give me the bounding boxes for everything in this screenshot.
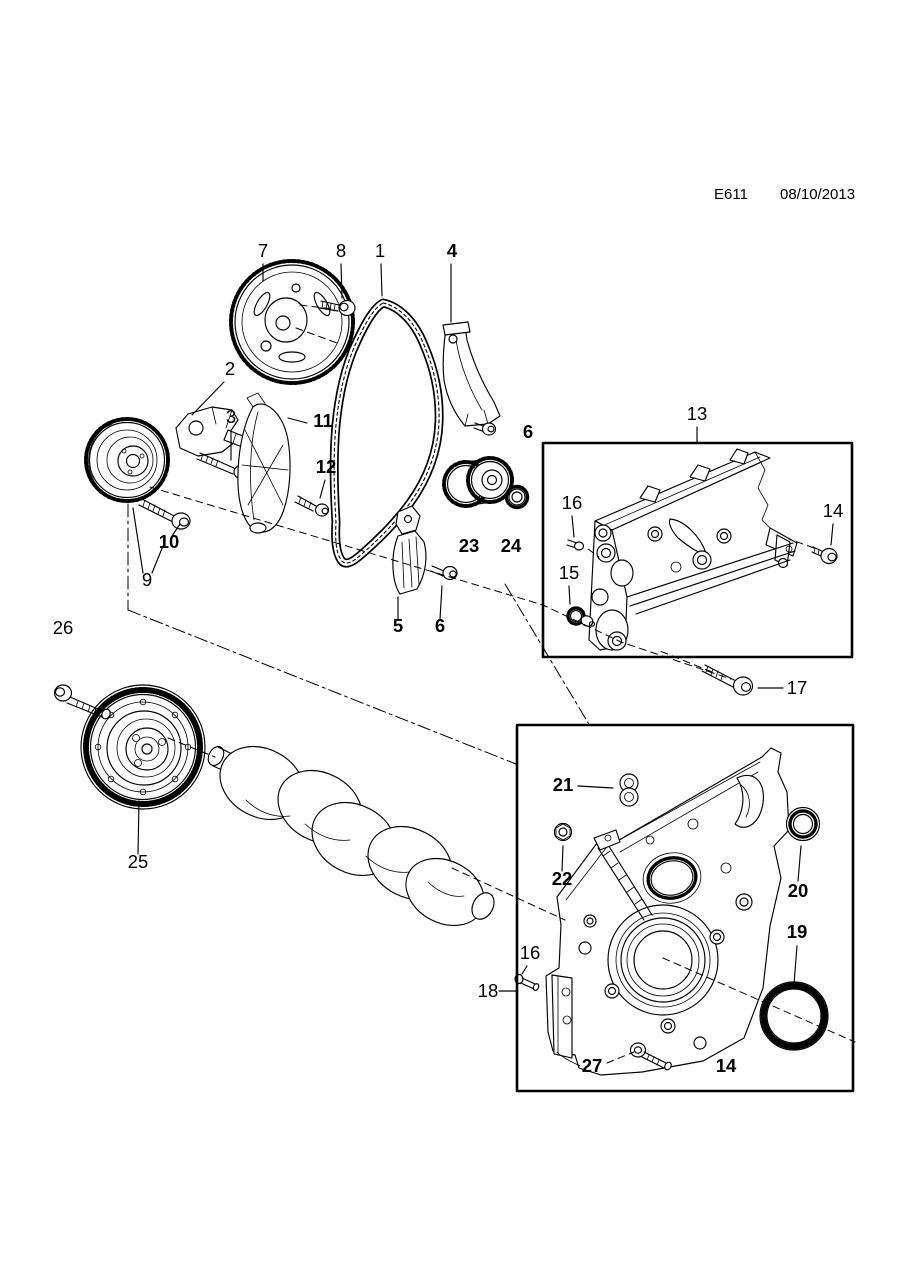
callout-6-leader-0 [439, 585, 443, 620]
callout-5-label-14: 5 [393, 615, 403, 636]
grommet-21 [619, 773, 639, 807]
tensioner-pivot-bolt [473, 422, 497, 436]
plate-date: 08/10/2013 [780, 186, 856, 203]
callout-11-label-6: 11 [313, 410, 333, 431]
oil-nozzle-screw-15 [566, 606, 596, 627]
cover-bolt-17 [701, 664, 754, 696]
callout-11-leader-0 [287, 417, 308, 424]
guide-bolt-6 [430, 565, 458, 581]
camshaft-seal-20 [785, 806, 821, 842]
callout-17-label-21: 17 [787, 677, 808, 698]
nut-22 [553, 822, 573, 842]
artwork-layer [53, 259, 838, 1076]
callout-2-leader-0 [191, 381, 225, 416]
callout-22-label-23: 22 [552, 868, 573, 889]
callout-16-label-18: 16 [562, 492, 583, 513]
callout-14-label-20: 14 [823, 500, 844, 521]
callout-25-label-11: 25 [128, 851, 149, 872]
camshaft-sprocket [229, 259, 355, 385]
callout-13-label-17: 13 [687, 403, 708, 424]
callout-16-leader-0 [571, 515, 575, 538]
inset-box-13 [541, 441, 854, 659]
construction-lines-layer [127, 304, 856, 1043]
plate-code: E611 [714, 186, 748, 203]
inset-boxes-layer [515, 441, 855, 1093]
callout-27-label-28: 27 [582, 1055, 603, 1076]
callout-10-leader-0 [171, 523, 181, 537]
crankshaft-pulley [80, 684, 206, 810]
construction-line-9 [587, 548, 600, 558]
callout-22-leader-0 [561, 845, 564, 872]
callout-19-leader-0 [793, 945, 798, 985]
callout-23-label-12: 23 [459, 535, 480, 556]
callout-16-leader-0 [521, 965, 528, 975]
inset-box-18 [515, 723, 855, 1093]
construction-line-1 [127, 609, 517, 765]
callout-12-leader-0 [319, 479, 326, 499]
callout-12-label-7: 12 [316, 456, 337, 477]
construction-line-6 [167, 737, 216, 758]
callout-1-label-2: 1 [375, 240, 385, 261]
tensioner-blade [442, 321, 501, 427]
lower-chain-guide [392, 505, 427, 595]
construction-line-5 [662, 957, 856, 1043]
cover-stud-16 [514, 973, 540, 991]
callout-14-leader-0 [830, 523, 834, 546]
construction-line-10 [788, 538, 815, 549]
gasket-ring-19 [759, 981, 829, 1051]
callout-8-label-1: 8 [336, 240, 346, 261]
construction-line-2 [504, 583, 591, 727]
callout-7-label-0: 7 [258, 240, 268, 261]
timing-cover [545, 747, 790, 1076]
construction-line-8 [295, 327, 338, 344]
front-cover-plate [588, 448, 798, 651]
callout-10-label-8: 10 [159, 531, 180, 552]
cover-bolt-27 [629, 1042, 672, 1071]
chain-guide [237, 392, 291, 534]
callout-21-leader-0 [577, 785, 614, 789]
callout-20-leader-0 [797, 845, 802, 882]
callout-15-leader-0 [568, 585, 571, 605]
water-pump-sprocket [442, 456, 514, 508]
callout-26-label-10: 26 [53, 617, 74, 638]
callout-8-leader-0 [340, 263, 343, 299]
seal-ring-24 [504, 484, 530, 510]
plate-plug-16 [566, 539, 585, 551]
callout-27-leader-0 [606, 1051, 635, 1064]
callout-25-leader-0 [137, 800, 140, 855]
callout-9-label-9: 9 [142, 569, 152, 590]
construction-line-11 [659, 650, 713, 673]
pulley-bolt-26 [53, 684, 111, 720]
callout-6-label-15: 6 [435, 615, 445, 636]
crankshaft [207, 745, 495, 927]
callout-14-label-29: 14 [716, 1055, 737, 1076]
callout-20-label-24: 20 [788, 880, 809, 901]
crankshaft-gear [84, 417, 170, 503]
gear-bolt-10 [138, 498, 191, 530]
timing-chain [329, 298, 444, 568]
callout-18-label-27: 18 [478, 980, 499, 1001]
construction-line-4 [451, 867, 566, 921]
callout-9-leader-1 [151, 545, 164, 574]
callout-2-label-4: 2 [225, 358, 235, 379]
construction-line-7 [299, 304, 334, 310]
guide-bolt-12 [294, 495, 330, 517]
callout-21-label-22: 21 [553, 774, 574, 795]
camshaft-sprocket-bolt [319, 299, 356, 317]
callout-4-label-3: 4 [447, 240, 458, 261]
callout-24-label-13: 24 [501, 535, 522, 556]
callout-15-label-19: 15 [559, 562, 580, 583]
callout-16-label-26: 16 [520, 942, 541, 963]
construction-line-3 [149, 486, 732, 680]
callout-1-leader-0 [380, 263, 383, 297]
callout-6-label-16: 6 [523, 421, 533, 442]
plate-bolt-14 [811, 546, 838, 565]
callout-9-leader-0 [132, 507, 144, 574]
callout-3-label-5: 3 [226, 406, 236, 427]
callout-19-label-25: 19 [787, 921, 808, 942]
